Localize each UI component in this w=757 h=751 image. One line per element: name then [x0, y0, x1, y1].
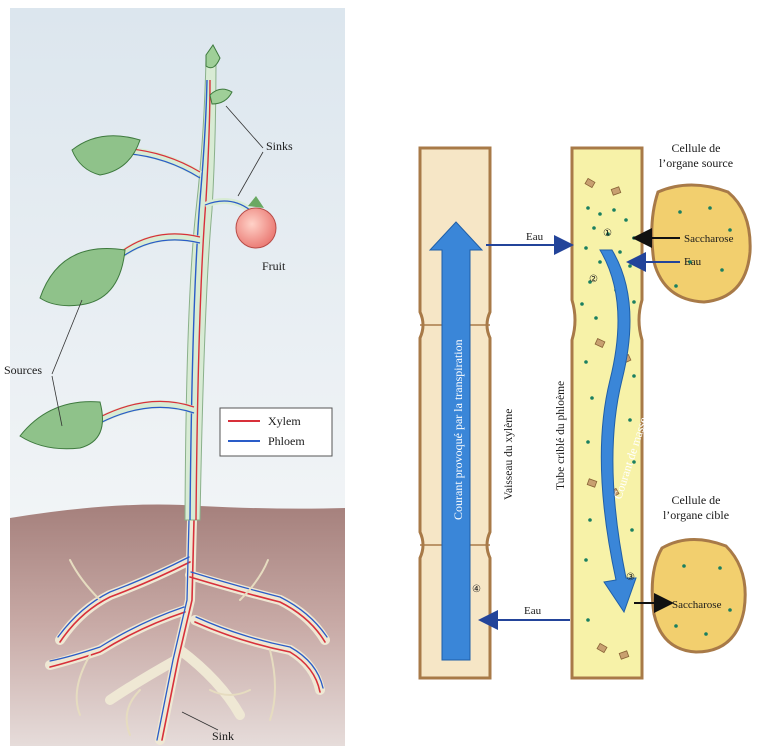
pressure-flow-figure: Eau Eau Saccharose Eau Saccharose Cellul…: [390, 0, 757, 746]
plant-svg: Sinks Fruit Sources Sink Xylem Phloem: [0, 0, 380, 746]
step-2-marker: ②: [589, 274, 598, 285]
sink-label: Sink: [212, 729, 234, 743]
xylem-vessel-label: Vaisseau du xylème: [503, 409, 515, 500]
water-in-label: Eau: [684, 256, 702, 268]
source-cell-title-line1: Cellule de: [672, 141, 721, 155]
step-3-marker: ③: [626, 572, 635, 583]
source-cell-title-line2: l’organe source: [659, 156, 733, 170]
sinks-label: Sinks: [266, 139, 293, 153]
legend-label-xylem: Xylem: [268, 414, 301, 428]
step-1-marker: ①: [603, 228, 612, 239]
target-cell: [652, 539, 745, 652]
sucrose-out-label: Saccharose: [672, 599, 722, 611]
legend-label-phloem: Phloem: [268, 434, 305, 448]
target-cell-title-line1: Cellule de: [672, 493, 721, 507]
sources-label: Sources: [4, 363, 42, 377]
fruit-label: Fruit: [262, 259, 286, 273]
sieve-tube-label: Tube criblé du phloème: [555, 381, 567, 490]
pressure-flow-svg: Eau Eau Saccharose Eau Saccharose Cellul…: [390, 0, 757, 746]
legend: Xylem Phloem: [220, 408, 332, 456]
water-label-top: Eau: [526, 231, 544, 243]
step-4-marker: ④: [472, 584, 481, 595]
plant-transport-figure: Sinks Fruit Sources Sink Xylem Phloem: [0, 0, 380, 746]
soil-background: [10, 505, 345, 747]
water-label-bottom: Eau: [524, 605, 542, 617]
transpiration-current-label: Courant provoqué par la transpiration: [451, 339, 465, 520]
sucrose-in-label: Saccharose: [684, 233, 734, 245]
target-cell-title-line2: l’organe cible: [663, 508, 729, 522]
